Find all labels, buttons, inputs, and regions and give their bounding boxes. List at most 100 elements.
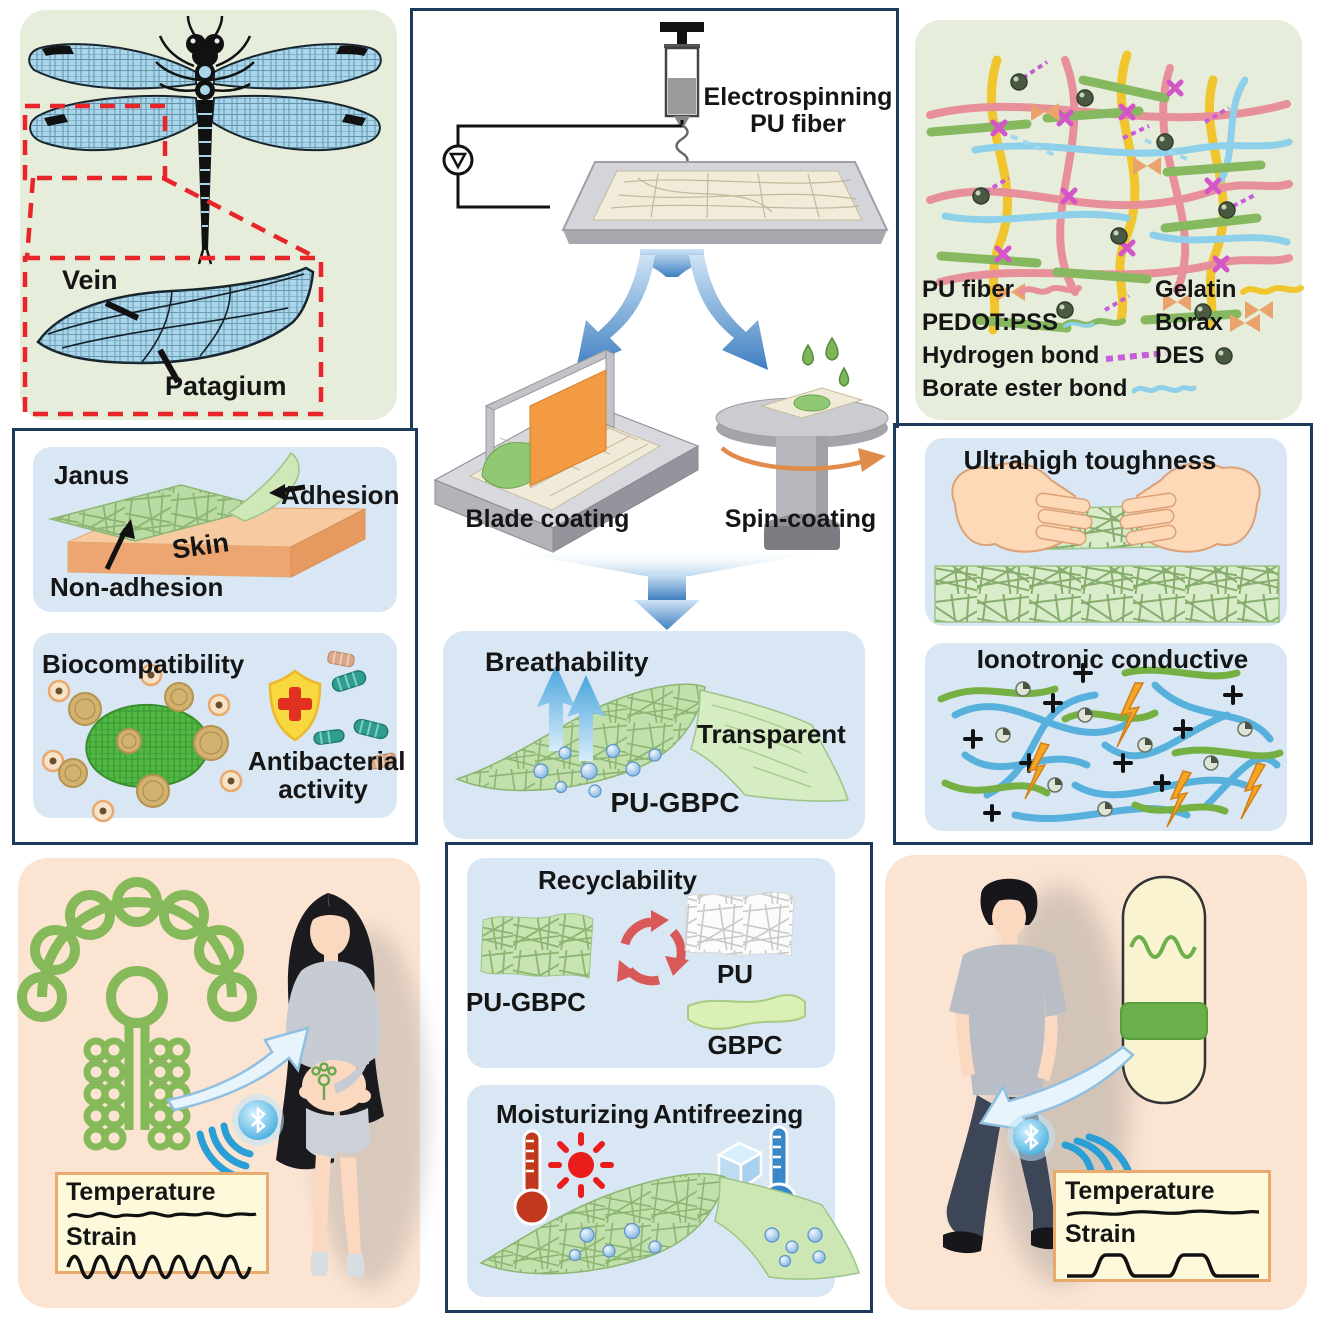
spin-coating-label: Spin-coating [724, 505, 877, 533]
right-properties-box [893, 423, 1313, 845]
bacteria-icons [313, 650, 397, 770]
temperature-wave-right [1066, 1209, 1260, 1217]
pu-gbpc-label: PU-GBPC [610, 787, 740, 818]
blade-coater-icon [433, 349, 700, 553]
strain-wave-left [66, 1254, 252, 1280]
syringe-icon [660, 22, 704, 125]
network-illustration [926, 50, 1293, 335]
hot-thermometer-icon [513, 1129, 551, 1226]
breathability-title: Breathability [485, 647, 649, 677]
gbpc-film-label: GBPC [707, 1030, 783, 1060]
split-arrow-icon [576, 249, 768, 370]
bottom-center-box [445, 842, 873, 1313]
strain-label-right: Strain [1065, 1220, 1136, 1248]
fiber-mat-strip [934, 565, 1280, 623]
toughness-title: Ultrahigh toughness [963, 445, 1217, 475]
thermal-droplets [568, 1222, 826, 1268]
legend-borax-label: Borax [1155, 309, 1224, 336]
electrospinning-label: Electrospinning PU fiber [703, 83, 893, 138]
gelatin-icon [1240, 285, 1305, 295]
pregnancy-illustration [17, 877, 428, 1288]
legend-borate-bond: Borate ester bond [922, 375, 1197, 403]
shield-cross-icon [268, 669, 322, 742]
legend-des-label: DES [1155, 342, 1205, 369]
pu-fiber-icon [1018, 285, 1083, 295]
pu-mat-label: PU [716, 959, 754, 989]
wing-callout-box [22, 103, 324, 417]
moisture-droplets [533, 743, 662, 798]
dragonfly-body [155, 15, 255, 265]
recycle-icon [617, 910, 689, 986]
legend-pu-fiber: PU fiber [922, 276, 1083, 304]
voltage-circuit [442, 120, 684, 209]
borate-bond-icon [1131, 385, 1197, 394]
legend-pedot: PEDOT:PSS [922, 309, 1127, 337]
non-adhesion-arrow-icon [104, 519, 135, 571]
conductive-fibers-green [937, 666, 1284, 815]
transfer-arrow [978, 1045, 1135, 1132]
patagium-label: Patagium [165, 371, 287, 401]
pu-gbpc-mat-label: PU-GBPC [466, 987, 586, 1017]
left-hand-icon [951, 462, 1093, 553]
collector-plate [561, 161, 889, 244]
des-spheres [972, 73, 1236, 321]
breathability-illustration [454, 665, 849, 802]
pedot-icon [1062, 318, 1127, 328]
strain-label-left: Strain [66, 1223, 137, 1251]
electrode-icon [17, 877, 257, 1151]
lightning-icons [1024, 682, 1267, 828]
signal-box-right: Temperature Strain [1053, 1170, 1271, 1282]
hydrogen-bond-icon [1106, 350, 1167, 362]
pedot-fibers [926, 75, 1266, 333]
recyclability-title: Recyclability [538, 865, 697, 895]
temperature-label-right: Temperature [1065, 1177, 1215, 1205]
knee-sleeve-icon [1120, 875, 1208, 1105]
strain-wave-right [1067, 1253, 1259, 1278]
wing-closeup [36, 266, 315, 384]
moisturizing-label: Moisturizing [496, 1099, 650, 1129]
ionotronic-illustration [937, 663, 1284, 828]
merge-arrow-icon [500, 550, 830, 630]
bluetooth-icon [232, 1094, 284, 1146]
ionotronic-title: Ionotronic conductive [976, 644, 1249, 674]
thermal-illustration [479, 1125, 860, 1280]
legend-pu-fiber-label: PU fiber [922, 276, 1015, 303]
spin-coater-icon [715, 336, 889, 550]
signal-box-left: Temperature Strain [55, 1172, 269, 1280]
antibacterial-label: Antibacterial activity [248, 746, 406, 805]
bluetooth-icon [1007, 1113, 1055, 1161]
biocompatibility-illustration [41, 650, 397, 823]
cell-cluster [41, 663, 243, 823]
pu-gbpc-mat [480, 913, 594, 979]
non-adhesion-label: Non-adhesion [50, 572, 224, 602]
hbond-marks [983, 60, 1258, 312]
dragonfly-illustration [22, 15, 382, 417]
legend-hydrogen-bond-label: Hydrogen bond [922, 342, 1100, 369]
ion-spheres [995, 681, 1253, 817]
breath-arrows-icon [537, 665, 605, 761]
gait-illustration [943, 875, 1208, 1285]
transfer-arrow [166, 1026, 310, 1112]
toughness-illustration [934, 462, 1280, 623]
legend-borate-bond-label: Borate ester bond [922, 375, 1128, 402]
dragonfly-wings [28, 43, 382, 152]
right-hand-icon [1119, 462, 1261, 553]
legend-pedot-label: PEDOT:PSS [922, 309, 1059, 336]
blade-coating-label: Blade coating [465, 505, 630, 533]
legend-gelatin: Gelatin [1155, 276, 1305, 304]
adhesion-arrow-icon [269, 484, 306, 500]
legend-gelatin-label: Gelatin [1155, 276, 1237, 303]
left-properties-box [12, 428, 418, 845]
fabrication-box [410, 8, 899, 428]
walking-man-figure [943, 878, 1067, 1254]
adhesion-label: Adhesion [281, 480, 400, 510]
janus-illustration [48, 451, 366, 578]
vein-label: Vein [62, 265, 118, 295]
legend-borax: Borax [1155, 309, 1262, 337]
legend-des: DES [1155, 342, 1239, 370]
antifreezing-label: Antifreezing [653, 1099, 804, 1129]
temperature-wave-left [66, 1211, 257, 1219]
temperature-label-left: Temperature [66, 1178, 216, 1206]
borate-dashed [1010, 134, 1190, 162]
recyclability-illustration [480, 891, 806, 1030]
